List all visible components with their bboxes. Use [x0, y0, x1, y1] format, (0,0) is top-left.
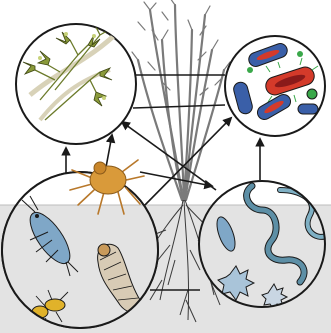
grass-plant-icon [132, 0, 230, 200]
fungi-node [16, 22, 136, 144]
bacteria-node [225, 36, 325, 136]
